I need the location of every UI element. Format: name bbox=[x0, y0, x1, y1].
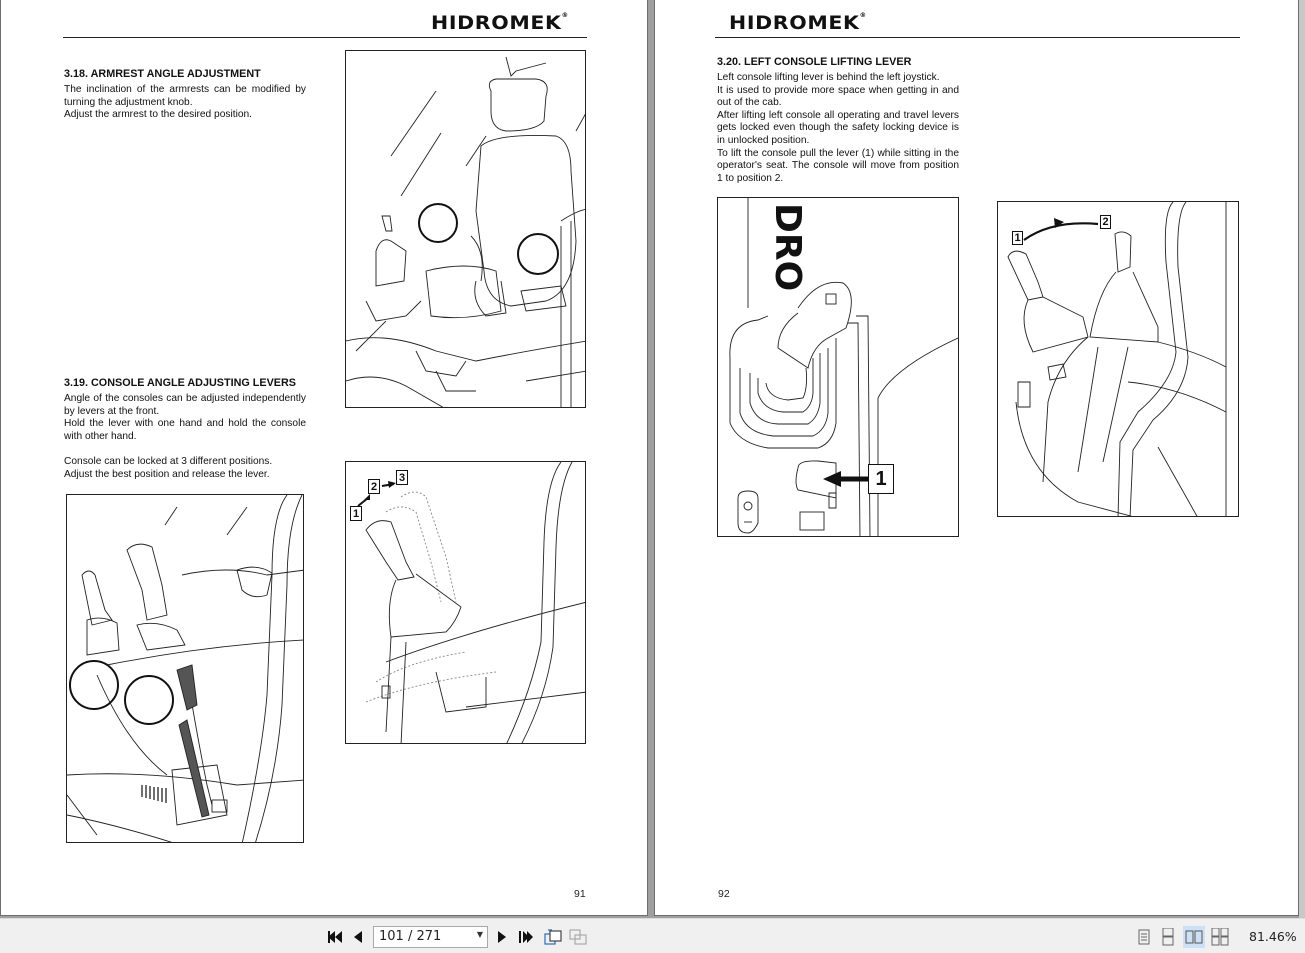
position-callout-3: 3 bbox=[396, 470, 408, 485]
lift-arrow-icon bbox=[1023, 218, 1099, 241]
continuous-view-button[interactable] bbox=[1157, 926, 1179, 948]
continuous-facing-view-button[interactable] bbox=[1209, 926, 1231, 948]
continuous-page-icon bbox=[1162, 928, 1174, 946]
blank-line bbox=[64, 443, 306, 456]
dropdown-arrow-icon: ▼ bbox=[476, 930, 483, 939]
last-page-icon bbox=[519, 931, 533, 943]
page-91: HIDROMEK® 3.18. ARMREST ANGLE ADJUSTMENT… bbox=[0, 0, 648, 916]
console-lift-positions: 1 2 bbox=[997, 201, 1239, 517]
copy-view-button[interactable] bbox=[568, 928, 588, 946]
first-page-icon bbox=[328, 931, 342, 943]
dro-logo-text: DRO bbox=[767, 203, 808, 291]
viewer-toolbar: 101 / 271 ▼ 81.46% bbox=[0, 918, 1305, 953]
page-header: HIDROMEK® bbox=[715, 0, 1240, 38]
armrest-highlight-circle bbox=[418, 203, 458, 243]
hidromek-logo: HIDROMEK® bbox=[729, 12, 867, 34]
zoom-level[interactable]: 81.46% bbox=[1249, 929, 1297, 944]
prev-page-button[interactable] bbox=[352, 928, 364, 946]
paragraph: After lifting left console all operating… bbox=[717, 109, 959, 146]
paragraph: Adjust the best position and release the… bbox=[64, 468, 270, 480]
paragraph: Left console lifting lever is behind the… bbox=[717, 72, 940, 83]
vertical-scrollbar[interactable] bbox=[1299, 0, 1305, 918]
single-page-icon bbox=[1138, 929, 1150, 945]
paragraph: It is used to provide more space when ge… bbox=[717, 84, 959, 109]
page-number: 92 bbox=[718, 888, 730, 900]
paragraph: The inclination of the armrests can be m… bbox=[64, 84, 306, 108]
continuous-facing-icon bbox=[1211, 928, 1229, 946]
first-page-button[interactable] bbox=[327, 928, 343, 946]
page-indicator-text: 101 / 271 bbox=[379, 929, 442, 944]
document-viewer: HIDROMEK® 3.18. ARMREST ANGLE ADJUSTMENT… bbox=[0, 0, 1305, 918]
lever-callout-1: 1 bbox=[868, 464, 894, 494]
section-title-3-18: 3.18. ARMREST ANGLE ADJUSTMENT bbox=[64, 68, 261, 80]
paragraph: Angle of the consoles can be adjusted in… bbox=[64, 393, 306, 417]
paragraph: Adjust the armrest to the desired positi… bbox=[64, 109, 253, 121]
lever-highlight-circle-left bbox=[69, 660, 119, 710]
paragraph: Hold the lever with one hand and hold th… bbox=[64, 418, 306, 442]
position-callout-2: 2 bbox=[368, 479, 380, 494]
facing-page-icon bbox=[1185, 930, 1203, 944]
armrest-seat-illustration bbox=[345, 50, 586, 408]
page-number: 91 bbox=[574, 888, 586, 900]
lever-arrow-icon bbox=[823, 471, 869, 487]
section-body-3-19: Angle of the consoles can be adjusted in… bbox=[64, 393, 306, 481]
section-title-3-20: 3.20. LEFT CONSOLE LIFTING LEVER bbox=[717, 56, 912, 68]
next-page-button[interactable] bbox=[496, 928, 508, 946]
page-header: HIDROMEK® bbox=[63, 0, 587, 38]
rotate-view-button[interactable] bbox=[543, 928, 563, 946]
prev-page-icon bbox=[354, 931, 362, 943]
copy-view-icon bbox=[569, 929, 587, 945]
section-body-3-18: The inclination of the armrests can be m… bbox=[64, 84, 306, 122]
lever-highlight-circle-right bbox=[124, 675, 174, 725]
rotate-view-icon bbox=[544, 929, 562, 945]
next-page-icon bbox=[498, 931, 506, 943]
section-title-3-19: 3.19. CONSOLE ANGLE ADJUSTING LEVERS bbox=[64, 377, 296, 389]
lift-callout-2: 2 bbox=[1100, 215, 1111, 229]
page-number-input[interactable]: 101 / 271 ▼ bbox=[373, 926, 488, 948]
knob-highlight-circle bbox=[517, 233, 559, 275]
lift-callout-1: 1 bbox=[1012, 231, 1023, 245]
console-levers-illustration bbox=[66, 494, 304, 843]
page-92: HIDROMEK® 3.20. LEFT CONSOLE LIFTING LEV… bbox=[654, 0, 1299, 916]
last-page-button[interactable] bbox=[518, 928, 534, 946]
paragraph: To lift the console pull the lever (1) w… bbox=[717, 147, 959, 184]
section-body-3-20: Left console lifting lever is behind the… bbox=[717, 72, 959, 185]
position-arrow-icon bbox=[357, 481, 396, 507]
single-page-view-button[interactable] bbox=[1133, 926, 1155, 948]
hidromek-logo: HIDROMEK® bbox=[431, 12, 569, 34]
paragraph: Console can be locked at 3 different pos… bbox=[64, 455, 273, 467]
facing-view-button[interactable] bbox=[1183, 926, 1205, 948]
position-callout-1: 1 bbox=[350, 506, 362, 521]
console-positions-illustration: 1 2 3 bbox=[345, 461, 586, 744]
lifting-lever-closeup: DRO 1 bbox=[717, 197, 959, 537]
